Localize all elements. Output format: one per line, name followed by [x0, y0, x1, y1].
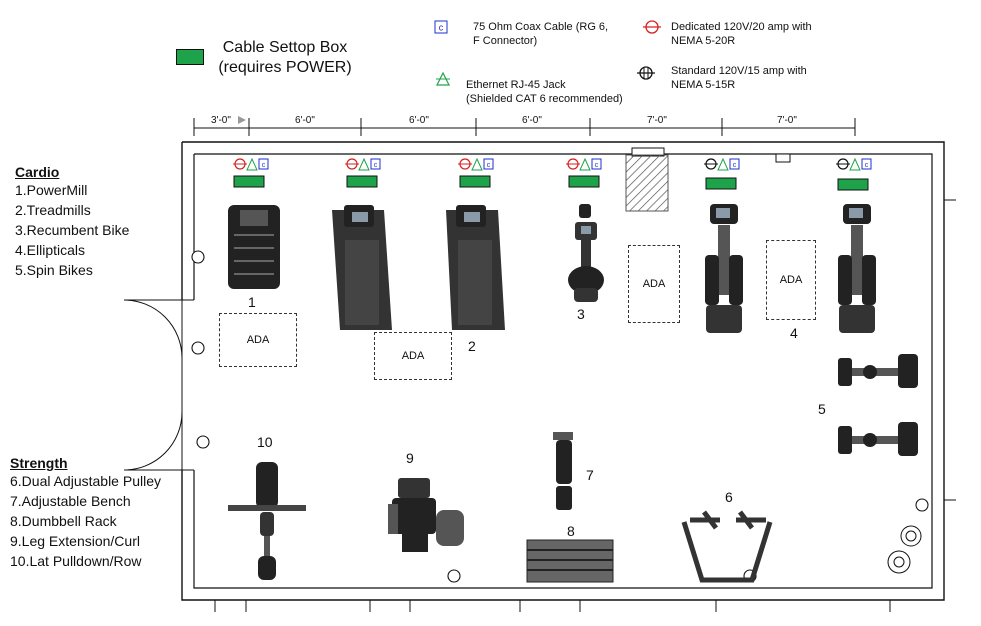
spin-bike-a: [838, 354, 918, 388]
ada-zone-2: ADA: [374, 332, 452, 380]
dim-1: 6'-0": [295, 115, 315, 126]
treadmill-machine-b: [446, 205, 505, 330]
cable-box-label-line2: (requires POWER): [218, 59, 352, 76]
equipment-number-8: 8: [567, 523, 575, 539]
cardio-item-2: 2.Treadmills: [15, 202, 91, 218]
strength-item-9: 9.Leg Extension/Curl: [10, 533, 140, 549]
ethernet-icon: [436, 72, 450, 86]
coax-icon: c: [434, 20, 448, 34]
coax-label-line2: F Connector): [473, 35, 538, 47]
cardio-item-3: 3.Recumbent Bike: [15, 222, 130, 238]
lat-pulldown-machine: [228, 462, 306, 580]
powermill-machine: [228, 205, 280, 289]
cardio-item-5: 5.Spin Bikes: [15, 262, 93, 278]
equipment-number-1: 1: [248, 294, 256, 310]
standard-label-line1: Standard 120V/15 amp with: [671, 65, 807, 77]
equipment-number-2: 2: [468, 338, 476, 354]
strength-heading: Strength: [10, 455, 68, 471]
ethernet-label-line1: Ethernet RJ-45 Jack: [466, 79, 566, 91]
dedicated-label-line1: Dedicated 120V/20 amp with: [671, 21, 812, 33]
coax-legend: 75 Ohm Coax Cable (RG 6, F Connector): [473, 20, 608, 48]
dimension-line: [193, 116, 856, 136]
cable-box-label-line1: Cable Settop Box: [222, 39, 348, 56]
svg-text:c: c: [262, 162, 266, 169]
svg-text:c: c: [595, 162, 599, 169]
cable-box-legend: Cable Settop Box (requires POWER): [210, 38, 360, 78]
dumbbell-rack: [526, 539, 614, 583]
equipment-number-4: 4: [790, 325, 798, 341]
dedicated-outlet-icon: [643, 20, 661, 34]
cable-box-swatch: [176, 49, 204, 65]
utility-group-5: c: [704, 157, 740, 190]
equipment-number-5: 5: [818, 401, 826, 417]
strength-item-8: 8.Dumbbell Rack: [10, 513, 117, 529]
standard-label-line2: NEMA 5-15R: [671, 79, 736, 91]
spin-bike-b: [838, 422, 918, 456]
dim-0: 3'-0": [211, 115, 231, 126]
ada-zone-1: ADA: [219, 313, 297, 367]
svg-text:c: c: [374, 162, 378, 169]
ada-zone-4: ADA: [766, 240, 816, 320]
leg-extension-machine: [388, 478, 464, 552]
equipment-number-3: 3: [577, 306, 585, 322]
svg-text:c: c: [487, 162, 491, 169]
strength-item-10: 10.Lat Pulldown/Row: [10, 553, 142, 569]
dedicated-label-line2: NEMA 5-20R: [671, 35, 736, 47]
cardio-list: Cardio 1.PowerMill 2.Treadmills 3.Recumb…: [15, 164, 129, 280]
equipment-number-6: 6: [725, 489, 733, 505]
dim-5: 7'-0": [777, 115, 797, 126]
dual-pulley-machine: [681, 510, 773, 583]
treadmill-machine-a: [332, 205, 392, 330]
ethernet-label-line2: (Shielded CAT 6 recommended): [466, 93, 623, 105]
ethernet-legend: Ethernet RJ-45 Jack (Shielded CAT 6 reco…: [466, 78, 623, 106]
equipment-number-7: 7: [586, 467, 594, 483]
equipment-number-9: 9: [406, 450, 414, 466]
dim-4: 7'-0": [647, 115, 667, 126]
standard-legend: Standard 120V/15 amp with NEMA 5-15R: [671, 64, 807, 92]
svg-text:c: c: [733, 162, 737, 169]
utility-group-6: c: [836, 157, 872, 191]
coax-label-line1: 75 Ohm Coax Cable (RG 6,: [473, 21, 609, 33]
cardio-heading: Cardio: [15, 164, 60, 180]
cardio-item-1: 1.PowerMill: [15, 182, 88, 198]
utility-group-3: c: [458, 157, 494, 188]
cardio-item-4: 4.Ellipticals: [15, 242, 86, 258]
ada-zone-3: ADA: [628, 245, 680, 323]
strength-item-7: 7.Adjustable Bench: [10, 493, 131, 509]
dim-3: 6'-0": [522, 115, 542, 126]
elliptical-machine-a: [705, 204, 743, 333]
adjustable-bench: [553, 432, 573, 510]
utility-group-1: c: [233, 157, 269, 188]
strength-item-6: 6.Dual Adjustable Pulley: [10, 473, 161, 489]
utility-group-4: c: [566, 157, 602, 188]
utility-group-2: c: [345, 157, 381, 188]
dim-2: 6'-0": [409, 115, 429, 126]
standard-outlet-icon: [637, 66, 655, 80]
svg-text:c: c: [439, 23, 444, 33]
strength-list: Strength 6.Dual Adjustable Pulley 7.Adju…: [10, 455, 161, 571]
elliptical-machine-b: [838, 204, 876, 333]
svg-text:c: c: [865, 162, 869, 169]
recumbent-bike-machine: [568, 204, 604, 302]
equipment-number-10: 10: [257, 434, 273, 450]
dedicated-legend: Dedicated 120V/20 amp with NEMA 5-20R: [671, 20, 812, 48]
